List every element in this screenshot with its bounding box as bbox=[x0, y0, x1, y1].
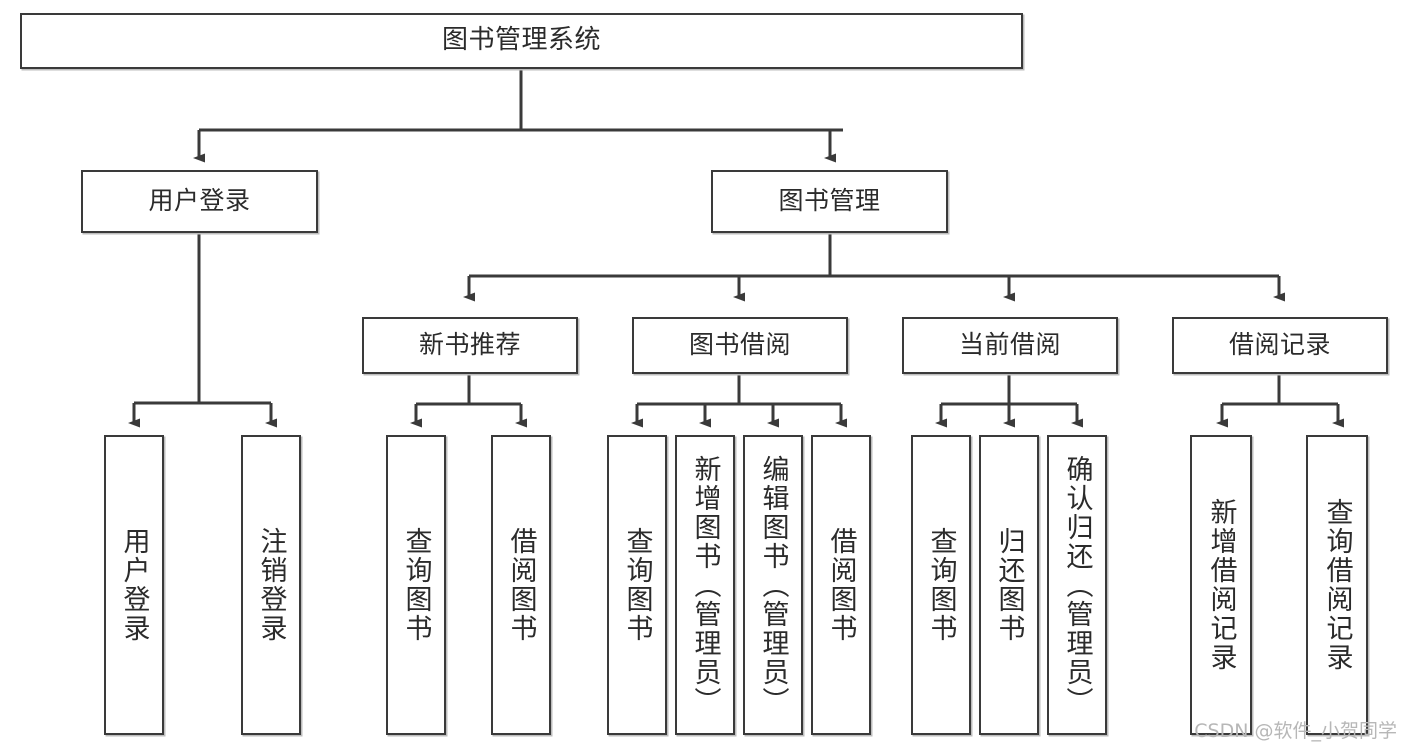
node-leaf-logout-login[interactable]: 注销登录 bbox=[241, 435, 301, 735]
node-leaf-return-book-label: 归还图书 bbox=[993, 527, 1025, 643]
node-leaf-confirm-return-label: 确认归还（管理员） bbox=[1061, 454, 1093, 716]
node-book-borrow-label: 图书借阅 bbox=[688, 330, 791, 360]
node-leaf-user-login-label: 用户登录 bbox=[118, 527, 150, 643]
node-leaf-query-record[interactable]: 查询借阅记录 bbox=[1306, 435, 1368, 735]
node-leaf-return-book[interactable]: 归还图书 bbox=[979, 435, 1039, 735]
node-leaf-add-record-label: 新增借阅记录 bbox=[1205, 498, 1237, 672]
node-leaf-query-book-3-label: 查询图书 bbox=[925, 527, 957, 643]
node-book-manage[interactable]: 图书管理 bbox=[711, 170, 948, 233]
node-leaf-borrow-book-1-label: 借阅图书 bbox=[505, 527, 537, 643]
node-current-borrow-label: 当前借阅 bbox=[958, 330, 1061, 360]
node-leaf-add-record[interactable]: 新增借阅记录 bbox=[1190, 435, 1252, 735]
node-leaf-query-book-1-label: 查询图书 bbox=[400, 527, 432, 643]
node-new-book-recommend-label: 新书推荐 bbox=[418, 330, 521, 360]
node-user-login[interactable]: 用户登录 bbox=[81, 170, 318, 233]
node-borrow-record-label: 借阅记录 bbox=[1228, 330, 1331, 360]
node-leaf-query-record-label: 查询借阅记录 bbox=[1321, 498, 1353, 672]
node-leaf-add-book-label: 新增图书（管理员） bbox=[689, 454, 721, 716]
watermark: CSDN @软件_小贺同学 bbox=[1194, 720, 1397, 742]
node-leaf-query-book-2[interactable]: 查询图书 bbox=[607, 435, 667, 735]
node-leaf-query-book-1[interactable]: 查询图书 bbox=[386, 435, 446, 735]
node-leaf-query-book-2-label: 查询图书 bbox=[621, 527, 653, 643]
node-leaf-borrow-book-2[interactable]: 借阅图书 bbox=[811, 435, 871, 735]
node-root-label: 图书管理系统 bbox=[441, 25, 601, 56]
node-book-borrow[interactable]: 图书借阅 bbox=[632, 317, 848, 374]
node-leaf-borrow-book-1[interactable]: 借阅图书 bbox=[491, 435, 551, 735]
node-leaf-query-book-3[interactable]: 查询图书 bbox=[911, 435, 971, 735]
node-root[interactable]: 图书管理系统 bbox=[20, 13, 1023, 69]
node-leaf-confirm-return[interactable]: 确认归还（管理员） bbox=[1047, 435, 1107, 735]
node-book-manage-label: 图书管理 bbox=[778, 186, 881, 216]
node-leaf-edit-book[interactable]: 编辑图书（管理员） bbox=[743, 435, 803, 735]
node-leaf-user-login[interactable]: 用户登录 bbox=[104, 435, 164, 735]
node-leaf-edit-book-label: 编辑图书（管理员） bbox=[757, 454, 789, 716]
node-leaf-add-book[interactable]: 新增图书（管理员） bbox=[675, 435, 735, 735]
node-borrow-record[interactable]: 借阅记录 bbox=[1172, 317, 1388, 374]
node-current-borrow[interactable]: 当前借阅 bbox=[902, 317, 1118, 374]
node-leaf-logout-login-label: 注销登录 bbox=[255, 527, 287, 643]
node-new-book-recommend[interactable]: 新书推荐 bbox=[362, 317, 578, 374]
node-leaf-borrow-book-2-label: 借阅图书 bbox=[825, 527, 857, 643]
node-user-login-label: 用户登录 bbox=[148, 186, 251, 216]
